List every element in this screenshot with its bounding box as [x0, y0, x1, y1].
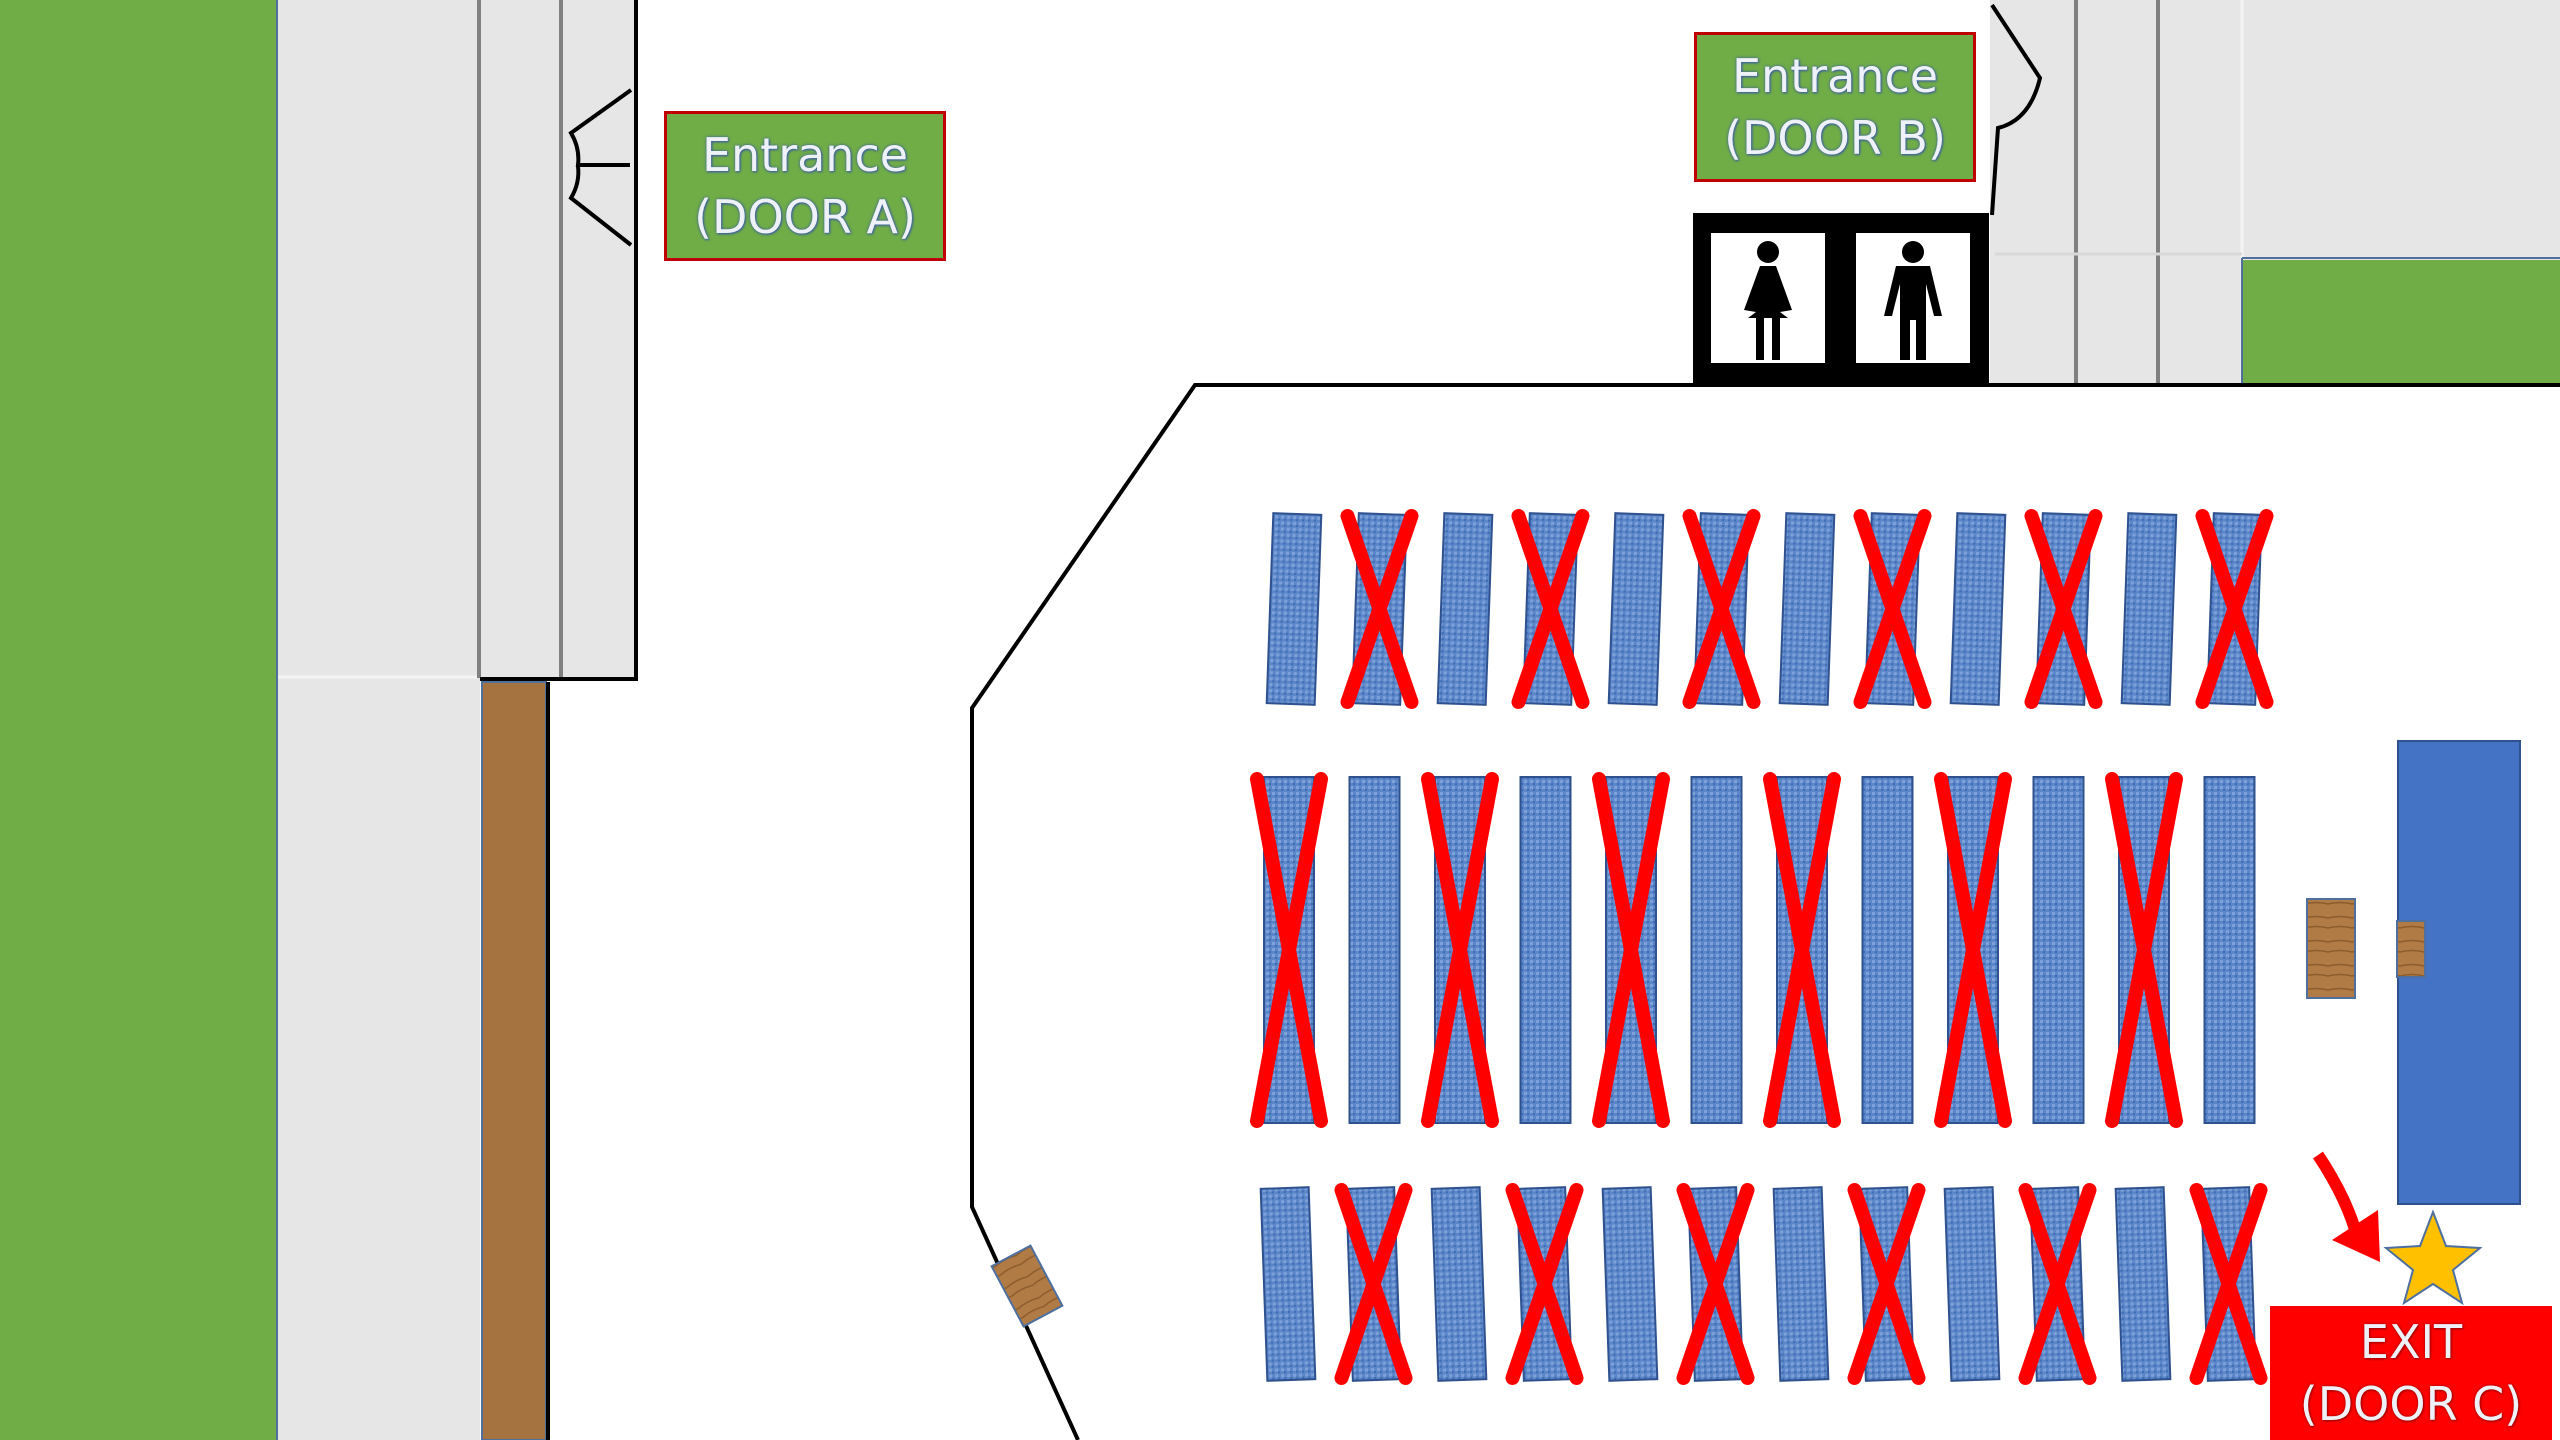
steps-door-a	[480, 0, 635, 678]
exit-door-c-line1: EXIT	[2359, 1315, 2463, 1369]
grass-left	[0, 0, 276, 1440]
lectern-table	[2306, 898, 2356, 999]
middle-row-pew-8	[1861, 776, 1914, 1124]
exit-door-c-line2: (DOOR C)	[2299, 1377, 2523, 1431]
front-row-blocked-mark-6	[1682, 509, 1761, 709]
wood-table-entry	[990, 1244, 1064, 1328]
back-row-blocked-mark-10	[2018, 1183, 2097, 1385]
back-row-blocked-mark-2	[1334, 1183, 1413, 1385]
door-a-icon	[568, 88, 633, 247]
sidewalk-left	[278, 0, 480, 1440]
exit-door-c-label: EXIT (DOOR C)	[2270, 1306, 2552, 1440]
entrance-door-a-line1: Entrance	[701, 128, 909, 182]
restroom-men-icon	[1884, 241, 1942, 360]
back-row-blocked-mark-6	[1676, 1183, 1755, 1385]
back-row-blocked-mark-4	[1505, 1183, 1584, 1385]
back-row-pew-1	[1259, 1186, 1317, 1382]
pulpit	[2396, 920, 2426, 978]
middle-row-pew-12	[2203, 776, 2256, 1124]
back-row-blocked-mark-8	[1847, 1183, 1926, 1385]
back-row-pew-11	[2114, 1186, 2172, 1382]
star-icon	[2383, 1209, 2483, 1306]
seating-area	[1250, 509, 2274, 1385]
back-row-pew-7	[1772, 1186, 1830, 1382]
entrance-door-b-line2: (DOOR B)	[1724, 111, 1946, 165]
front-row-blocked-mark-2	[1340, 509, 1419, 709]
entrance-door-b-line1: Entrance	[1731, 49, 1939, 103]
front-row-pew-5	[1607, 512, 1665, 706]
front-row-blocked-mark-10	[2024, 509, 2103, 709]
entrance-door-b-label: Entrance (DOOR B)	[1694, 32, 1976, 182]
front-row-pew-11	[2120, 512, 2178, 706]
middle-row-blocked-mark-5	[1592, 772, 1670, 1128]
restroom-women-icon	[1744, 241, 1792, 360]
front-row-pew-1	[1265, 512, 1323, 706]
entrance-door-a-line2: (DOOR A)	[694, 190, 916, 244]
door-b-icon	[1990, 3, 2043, 216]
back-row-pew-5	[1601, 1186, 1659, 1382]
middle-row-blocked-mark-7	[1763, 772, 1841, 1128]
wood-ramp-left	[481, 681, 547, 1440]
middle-row-pew-10	[2032, 776, 2085, 1124]
front-row-pew-7	[1778, 512, 1836, 706]
back-row-blocked-mark-12	[2189, 1183, 2268, 1385]
front-row-blocked-mark-12	[2195, 509, 2274, 709]
middle-row-pew-6	[1690, 776, 1743, 1124]
front-row-blocked-mark-8	[1853, 509, 1932, 709]
middle-row-blocked-mark-11	[2105, 772, 2183, 1128]
middle-row-blocked-mark-3	[1421, 772, 1499, 1128]
middle-row-pew-4	[1519, 776, 1572, 1124]
back-row-pew-9	[1943, 1186, 2001, 1382]
front-row-pew-3	[1436, 512, 1494, 706]
middle-row-pew-2	[1348, 776, 1401, 1124]
middle-row-blocked-mark-9	[1934, 772, 2012, 1128]
grass-top-right	[2242, 260, 2560, 384]
back-row-pew-3	[1430, 1186, 1488, 1382]
middle-row-blocked-mark-1	[1250, 772, 1328, 1128]
entrance-door-a-label: Entrance (DOOR A)	[664, 111, 946, 261]
front-row-blocked-mark-4	[1511, 509, 1590, 709]
front-row-pew-9	[1949, 512, 2007, 706]
